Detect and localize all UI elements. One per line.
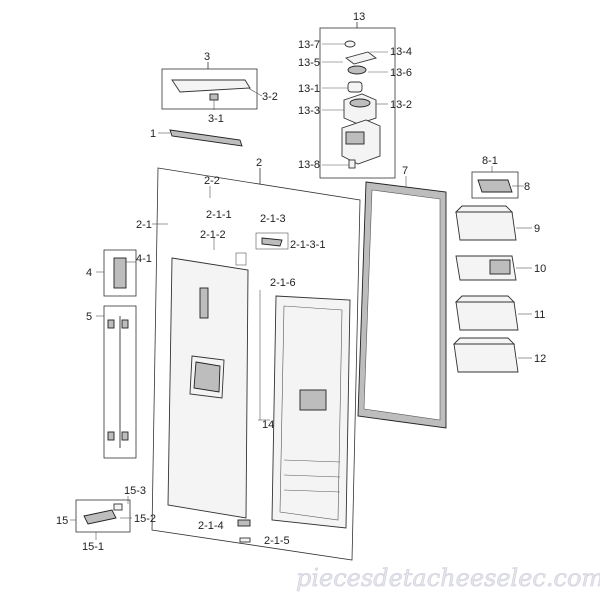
label-13-7: 13-7: [298, 39, 320, 51]
part-9-door-bin: [454, 205, 532, 241]
label-2-1-1: 2-1-1: [206, 209, 232, 221]
label-13-2: 13-2: [390, 99, 412, 111]
label-7: 7: [402, 165, 408, 177]
label-10: 10: [534, 263, 546, 275]
inner-door-liner: [258, 290, 351, 529]
part-3-hinge-cover: [161, 62, 263, 110]
part-5-door-rail: [96, 305, 137, 459]
part-11-door-bin: [454, 295, 532, 331]
label-15-3: 15-3: [124, 485, 146, 497]
label-9: 9: [534, 223, 540, 235]
label-3-2: 3-2: [262, 91, 278, 103]
label-2-2: 2-2: [204, 175, 220, 187]
label-2-1-3: 2-1-3: [260, 213, 286, 225]
label-1: 1: [150, 128, 156, 140]
label-11: 11: [534, 309, 545, 321]
label-2-1-3-1: 2-1-3-1: [290, 239, 325, 251]
part-1-top-hinge: [158, 129, 243, 147]
part-4-hinge-bracket: [96, 249, 137, 297]
part-2-1-door-panel: [152, 223, 289, 543]
label-12: 12: [534, 353, 546, 365]
label-2-1-2: 2-1-2: [200, 229, 226, 241]
label-8: 8: [524, 181, 530, 193]
part-15-bottom-hinge: [70, 496, 132, 540]
label-13-5: 13-5: [298, 57, 320, 69]
label-15-2: 15-2: [134, 513, 156, 525]
label-15: 15: [56, 515, 68, 527]
label-5: 5: [86, 311, 92, 323]
label-13-3: 13-3: [298, 105, 320, 117]
label-3-1: 3-1: [208, 113, 224, 125]
part-7-door-gasket: [357, 176, 447, 429]
label-3: 3: [204, 51, 210, 63]
label-13-1: 13-1: [298, 83, 320, 95]
part-8-small-bin: [471, 166, 524, 199]
part-10-door-bin: [455, 255, 532, 281]
label-13: 13: [353, 11, 365, 23]
label-8-1: 8-1: [482, 155, 498, 167]
part-13-dispenser-assembly: [319, 22, 396, 179]
part-12-door-bin: [452, 337, 532, 373]
label-4-1: 4-1: [136, 253, 152, 265]
label-2: 2: [256, 157, 262, 169]
label-2-1-6: 2-1-6: [270, 277, 296, 289]
label-13-6: 13-6: [390, 67, 412, 79]
part-2-door-assembly: [151, 167, 361, 561]
label-14: 14: [262, 419, 274, 431]
label-13-8: 13-8: [298, 159, 320, 171]
label-4: 4: [86, 267, 92, 279]
label-15-1: 15-1: [82, 541, 104, 553]
watermark-text: piecesdetacheeselec.com: [296, 564, 600, 592]
label-2-1-5: 2-1-5: [264, 535, 290, 547]
label-2-1: 2-1: [136, 219, 152, 231]
label-2-1-4: 2-1-4: [198, 520, 224, 532]
label-13-4: 13-4: [390, 46, 412, 58]
